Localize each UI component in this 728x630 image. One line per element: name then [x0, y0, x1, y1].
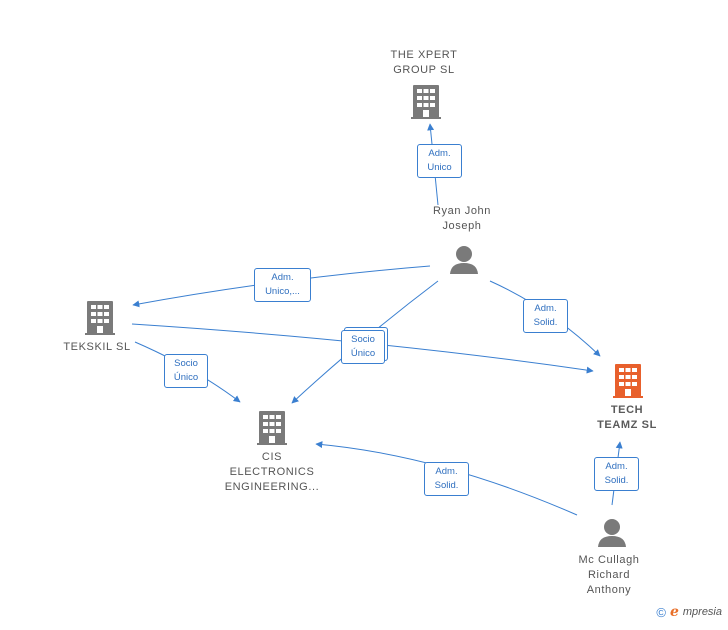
building-icon[interactable]: [613, 364, 643, 398]
edge-label-mc-tech[interactable]: Adm. Solid.: [594, 457, 639, 491]
node-label-tekskil[interactable]: TEKSKIL SL: [63, 341, 131, 353]
building-icon[interactable]: [85, 301, 115, 335]
edge-label-mc-cis[interactable]: Adm. Solid.: [424, 462, 469, 496]
building-icon[interactable]: [257, 411, 287, 445]
node-label-tech[interactable]: TECH TEAMZ SL: [597, 404, 657, 431]
node-label-mc[interactable]: Mc Cullagh Richard Anthony: [578, 554, 640, 596]
person-icon[interactable]: [450, 246, 478, 274]
edge-label-ryan-xpert[interactable]: Adm. Unico: [417, 144, 462, 178]
brand-name: mpresia: [682, 606, 722, 618]
node-label-ryan[interactable]: Ryan John Joseph: [433, 205, 491, 232]
node-label-cis[interactable]: CIS ELECTRONICS ENGINEERING...: [224, 451, 320, 493]
copyright-icon: ©: [656, 604, 666, 620]
building-icon[interactable]: [411, 85, 441, 119]
node-label-xpert[interactable]: THE XPERT GROUP SL: [390, 49, 458, 76]
edge-label-ryan-tekskil[interactable]: Adm. Unico,...: [254, 268, 311, 302]
edge-label-ryan-tech[interactable]: Adm. Solid.: [523, 299, 568, 333]
person-icon[interactable]: [598, 519, 626, 547]
edge-label-tekskil-cis[interactable]: Socio Único: [164, 354, 208, 388]
edge-label-ryan-cis[interactable]: Socio Único: [341, 330, 385, 364]
brand-logo-initial: e: [669, 604, 679, 620]
